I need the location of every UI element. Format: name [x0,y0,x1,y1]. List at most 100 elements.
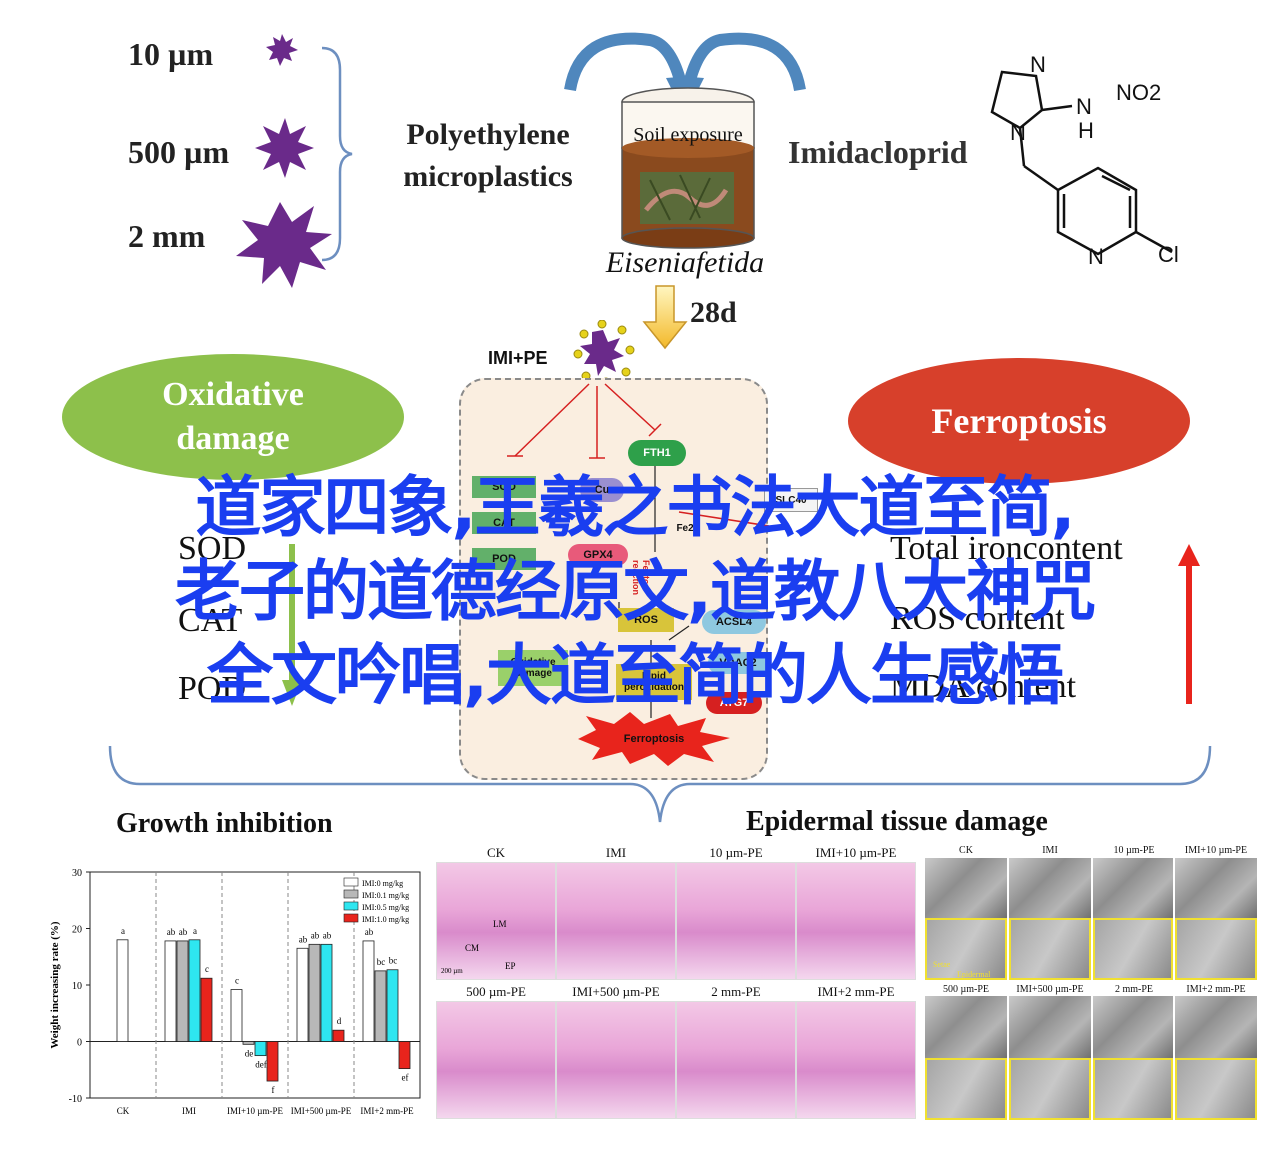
overlay-line-3: 全文吟唱,大道至简的人生感悟 [206,637,1064,714]
node-oxidative: Oxidative damage [498,650,568,686]
legend-swatch [343,877,359,887]
microplastic-particles-icon [236,34,332,288]
significance-letter: a [193,926,197,936]
node-fth1: FTH1 [628,440,686,466]
histo-label-imi-2mm-pe: IMI+2 mm-PE [817,984,895,999]
significance-letter: ab [167,927,176,937]
node-acsl4: ACSL4 [702,610,766,634]
significance-letter: ab [299,934,308,944]
bar [362,940,375,1042]
epidermal-title: Epidermal tissue damage [746,806,1048,837]
bar [386,969,399,1042]
x-category-label: IMI+2 mm-PE [360,1106,414,1116]
sem-zoom-ck: Setae Epidermal [925,918,1007,980]
legend-label: IMI:0 mg/kg [362,879,403,888]
histo-mark-cm: CM [465,943,480,953]
sem-image-500um-pe [925,996,1007,1058]
bottom-brace [108,745,1212,823]
oxidative-damage-title: Oxidative damage [162,376,304,457]
histo-image-imi [556,862,676,980]
size-2mm: 2 mm [128,218,206,254]
mol-no2: NO2 [1116,80,1161,105]
size-brace [321,46,353,262]
x-category-label: IMI+10 µm-PE [227,1106,284,1116]
sem-label-500um-pe: 500 µm-PE [942,984,990,995]
mol-n2: N [1010,120,1026,145]
sem-zoom-2mm-pe [1093,1058,1173,1120]
bar [332,1029,345,1042]
sem-zoom-imi-500um-pe [1009,1058,1091,1120]
histo-image-2mm-pe [676,1001,796,1119]
sem-label-imi-10um-pe: IMI+10 µm-PE [1184,845,1248,856]
significance-letter: ab [179,927,188,937]
significance-letter: c [205,964,209,974]
down-arrow-icon [642,285,688,350]
node-pod: POD [472,548,536,570]
size-10um: 10 µm [128,36,214,72]
sem-image-imi-2mm-pe [1175,996,1257,1058]
ferroptosis-burst-icon [578,712,730,766]
mol-n1: N [1030,52,1046,77]
pathway-arrows [507,383,769,718]
significance-letter: d [337,1016,342,1026]
significance-letter: ab [311,930,320,940]
histo-image-imi-500um-pe [556,1001,676,1119]
significance-letter: bc [377,957,386,967]
histo-label-ck: CK [486,845,506,860]
imi-pe-label: IMI+PE [488,348,548,368]
node-fenton: Fenton reaction [631,560,651,596]
y-tick-label: 30 [72,868,82,879]
y-tick-label: 0 [77,1038,82,1049]
polyethylene-label: Polyethylene microplastics [403,118,573,193]
mol-cl: Cl [1158,242,1179,267]
marker-sod: SOD [178,530,247,567]
duration-label: 28d [690,296,737,329]
soil-container-icon [564,32,806,249]
sem-mark-setae: Setae [933,960,951,969]
legend-swatch [343,901,359,911]
growth-title: Growth inhibition [116,808,333,839]
ferroptosis-title: Ferroptosis [931,401,1107,441]
sem-label-imi-2mm-pe: IMI+2 mm-PE [1186,984,1246,995]
legend-swatch [343,889,359,899]
node-cu: Cu [580,478,624,502]
overlay-line-1: 道家四象,王羲之书法大道至简, [195,469,1075,546]
pesticide-label: Imidacloprid [788,134,968,170]
marker-mda: MDA content [890,668,1077,705]
oxidative-down-arrow [282,544,302,706]
node-vdac: VDAC2 [708,652,768,674]
node-lipid: Lipid peroxidation [616,664,692,700]
histo-image-imi-2mm-pe [796,1001,916,1119]
bar [230,989,243,1042]
significance-letter: ab [365,927,374,937]
bar [242,1041,255,1045]
marker-iron: Total ironcontent [890,530,1123,567]
sem-label-ck: CK [959,845,973,856]
bar [188,939,201,1042]
bar [176,940,189,1042]
histo-label-imi-10um-pe: IMI+10 µm-PE [815,845,897,860]
sem-image-imi-10um-pe [1175,858,1257,918]
mol-n4: N [1088,244,1104,269]
significance-letter: ab [323,930,332,940]
marker-cat: CAT [178,602,243,639]
y-axis-label: Weight increasing rate (%) [49,921,61,1049]
histo-label-2mm-pe: 2 mm-PE [711,984,761,999]
y-tick-label: -10 [69,1094,82,1105]
node-ros: ROS [618,608,674,632]
sem-zoom-imi-10um-pe [1175,918,1257,980]
x-category-label: IMI+500 µm-PE [291,1106,352,1116]
bar [266,1041,279,1082]
sem-image-imi-500um-pe [1009,996,1091,1058]
x-category-label: IMI [182,1106,196,1116]
mol-n3: N [1076,94,1092,119]
bar [320,943,333,1042]
x-category-label: CK [117,1106,130,1116]
imidacloprid-structure-icon: N N N H NO2 N Cl [990,52,1179,269]
sem-image-2mm-pe [1093,996,1173,1058]
bar [116,939,129,1042]
histo-label-imi: IMI [605,845,627,860]
histo-label-imi-500um-pe: IMI+500 µm-PE [572,984,660,999]
bar [254,1041,267,1057]
